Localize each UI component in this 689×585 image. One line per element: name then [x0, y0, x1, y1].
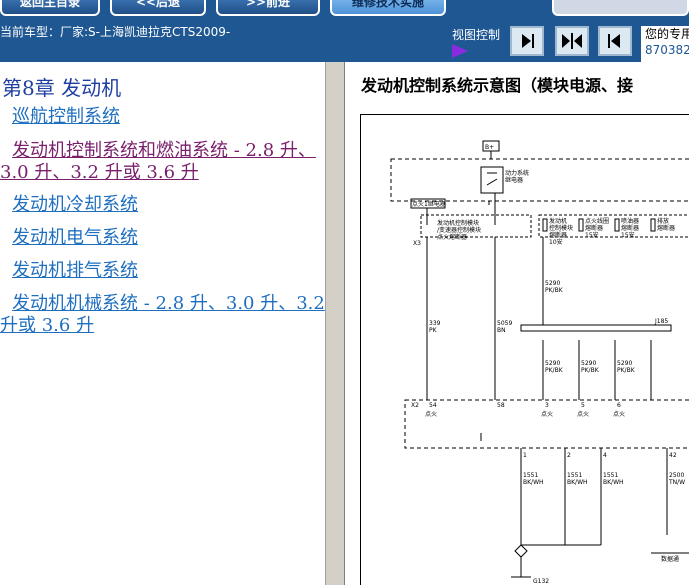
data-label: 数据通 [661, 555, 679, 563]
toc-item[interactable]: 发动机控制系统和燃油系统 - 2.8 升、3.0 升、3.2 升或 3.6 升 [0, 140, 325, 184]
pin-58: 58 [497, 402, 505, 409]
pin-5: 5 [581, 402, 585, 409]
wiring-diagram: B+ 动力系统继电器 点火1继电器 发动机控制模块/变速器控制模块点火熔断器 发… [360, 114, 689, 585]
connector-x3: X3 [413, 240, 421, 247]
toc-pane: 第8章 发动机 巡航控制系统 发动机控制系统和燃油系统 - 2.8 升、3.0 … [0, 62, 325, 585]
toc-link-electrical[interactable]: 发动机电气系统 [12, 227, 138, 248]
pin-54: 54 [429, 402, 437, 409]
fusebox-label: 点火1继电器 [412, 200, 446, 208]
back-button[interactable]: <<后退 [110, 0, 206, 16]
lower-pin-4: 4 [603, 452, 607, 459]
current-vehicle-label: 当前车型：厂家:S-上海凯迪拉克CTS2009- [0, 25, 231, 39]
module-label: 发动机控制模块/变速器控制模块点火熔断器 [437, 219, 481, 241]
connector-x2: X2 [411, 402, 419, 409]
arrow-left-bar-icon [608, 34, 620, 48]
forward-button[interactable]: >>前进 [216, 0, 320, 16]
splice-label: J185 [654, 318, 668, 325]
view-control-label: 视图控制 [452, 28, 501, 42]
wiring-diagram-svg: B+ 动力系统继电器 点火1继电器 发动机控制模块/变速器控制模块点火熔断器 发… [390, 140, 689, 585]
home-button[interactable]: 返回主目录 [0, 0, 100, 16]
toc-link-cooling[interactable]: 发动机冷却系统 [12, 194, 138, 215]
toc-item[interactable]: 发动机排气系统 [0, 260, 325, 282]
chapter-title: 第8章 发动机 [2, 76, 122, 100]
toc-item[interactable]: 发动机机械系统 - 2.8 升、3.0 升、3.2 升或 3.6 升 [0, 293, 325, 337]
toc-link-mechanical[interactable]: 发动机机械系统 - 2.8 升、3.0 升、3.2 升或 3.6 升 [0, 293, 325, 336]
pane-splitter[interactable] [325, 62, 345, 585]
split-view-button[interactable] [555, 26, 589, 56]
lower-pin-1: 1 [523, 452, 527, 459]
relay-label: 动力系统继电器 [505, 169, 529, 184]
expand-right-pane-button[interactable] [510, 26, 544, 56]
top-toolbar: 返回主目录 <<后退 >>前进 维修技术实施 当前车型：厂家:S-上海凯迪拉克C… [0, 0, 689, 62]
toc-item[interactable]: 发动机电气系统 [0, 227, 325, 249]
pin-3: 3 [545, 402, 549, 409]
profile-number: 8703820 [645, 43, 689, 57]
ground-label: G132 [533, 578, 549, 585]
document-title: 发动机控制系统示意图（模块电源、接 [361, 76, 634, 95]
split-arrows-icon [562, 33, 582, 49]
ign-label-3: 点火 [577, 410, 589, 418]
repair-tech-button[interactable]: 维修技术实施 [330, 0, 446, 16]
arrow-right-bar-icon [522, 34, 534, 48]
toc-link-exhaust[interactable]: 发动机排气系统 [12, 260, 138, 281]
toc-item[interactable]: 发动机冷却系统 [0, 194, 325, 216]
document-pane: 发动机控制系统示意图（模块电源、接 [345, 62, 689, 585]
ign-label-2: 点火 [541, 410, 553, 418]
fuse-label-4: 排放熔断器 [657, 217, 675, 232]
fuse-b-label: B+ [485, 144, 494, 151]
toolbar-right-button[interactable] [552, 0, 689, 16]
profile-info: 您的专用 8703820 [641, 26, 689, 62]
toc-link-engine-control[interactable]: 发动机控制系统和燃油系统 - 2.8 升、3.0 升、3.2 升或 3.6 升 [0, 140, 316, 183]
ign-label-4: 点火 [613, 410, 625, 418]
profile-label: 您的专用 [645, 27, 689, 41]
ign-label-1: 点火 [425, 410, 437, 418]
pin-6: 6 [617, 402, 621, 409]
expand-left-pane-button[interactable] [598, 26, 632, 56]
lower-pin-42: 42 [669, 452, 677, 459]
toc-item[interactable]: 巡航控制系统 [0, 106, 325, 128]
lower-pin-2: 2 [567, 452, 571, 459]
play-arrow-icon [452, 44, 468, 58]
toc-link-cruise[interactable]: 巡航控制系统 [12, 106, 120, 127]
